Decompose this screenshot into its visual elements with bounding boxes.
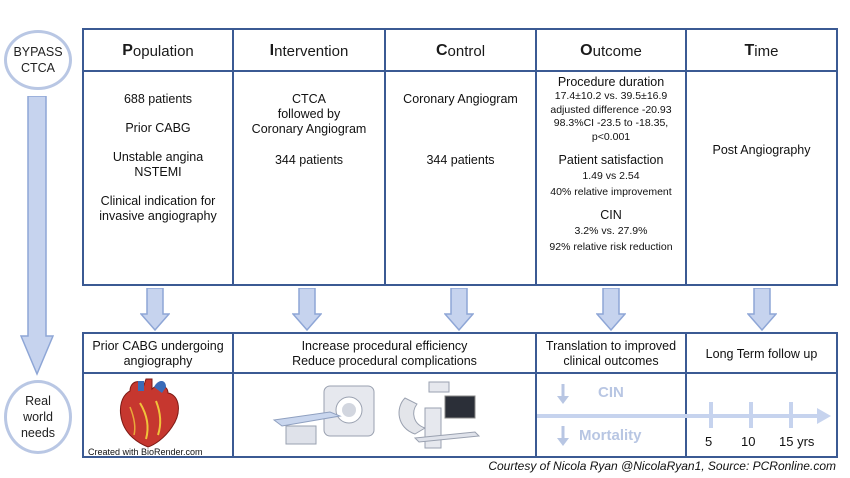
outcome-cin-title: CIN: [600, 208, 622, 222]
intervention-count: 344 patients: [274, 153, 344, 167]
real-world-needs-oval: Real world needs: [4, 380, 72, 454]
mortality-reduction-label: Mortality: [579, 427, 642, 444]
bottom-pop-line2: angiography: [123, 354, 193, 368]
outcome-procedure-title: Procedure duration: [557, 75, 665, 89]
bottom-out-line2: clinical outcomes: [563, 354, 659, 368]
outcome-timeline-arrow: [537, 384, 831, 446]
population-angina: Unstable angina: [112, 150, 204, 164]
cin-reduction-label: CIN: [598, 384, 624, 401]
outcome-procedure-4: p<0.001: [591, 130, 631, 143]
biorender-credit: Created with BioRender.com: [88, 447, 203, 457]
down-arrow-control: [444, 288, 474, 332]
bottom-population: Prior CABG undergoing angiography: [84, 339, 232, 369]
outcome-satisfaction-title: Patient satisfaction: [558, 153, 664, 167]
real-world-needs-label: Real world needs: [20, 394, 56, 440]
divider: [232, 332, 234, 458]
population-cabg: Prior CABG: [125, 121, 191, 135]
divider: [384, 28, 386, 286]
heart-icon: [119, 378, 179, 448]
bypass-ctca-label: BYPASS CTCA: [13, 45, 63, 75]
divider: [535, 332, 537, 458]
time-cell: Post Angiography: [687, 143, 836, 158]
intervention-cell: CTCA followed by Coronary Angiogram 344 …: [234, 92, 384, 168]
divider: [685, 28, 687, 286]
down-arrow-intervention: [292, 288, 322, 332]
down-arrow-outcome: [596, 288, 626, 332]
control-cell: Coronary Angiogram 344 patients: [386, 92, 535, 168]
bottom-out-line1: Translation to improved: [545, 339, 677, 353]
bottom-time: Long Term follow up: [687, 347, 836, 362]
needs-table: [82, 332, 838, 458]
outcome-procedure-3: 98.3%CI -23.5 to -18.35,: [553, 117, 669, 129]
bottom-int-line2: Reduce procedural complications: [292, 354, 477, 368]
outcome-cin-1: 3.2% vs. 27.9%: [574, 225, 648, 237]
population-indication: Clinical indication for: [100, 194, 216, 208]
outcome-procedure-1: 17.4±10.2 vs. 39.5±16.9: [554, 90, 668, 102]
outcome-procedure-2: adjusted difference -20.93: [550, 103, 672, 116]
control-angiogram: Coronary Angiogram: [403, 92, 518, 106]
timeline-5: 5: [705, 434, 713, 449]
courtesy-caption: Courtesy of Nicola Ryan @NicolaRyan1, So…: [488, 459, 836, 473]
intervention-angiogram: Coronary Angiogram: [251, 122, 367, 136]
ct-scanner-icon: [272, 385, 375, 445]
bottom-intervention: Increase procedural efficiency Reduce pr…: [234, 339, 535, 369]
outcome-satisfaction-1: 1.49 vs 2.54: [582, 170, 640, 182]
control-count: 344 patients: [426, 153, 495, 167]
intervention-ctca: CTCA: [291, 92, 327, 106]
time-post-angiography: Post Angiography: [712, 143, 811, 157]
down-arrow-population: [140, 288, 170, 332]
bottom-outcome: Translation to improved clinical outcome…: [537, 339, 685, 369]
divider: [232, 28, 234, 286]
outcome-satisfaction-2: 40% relative improvement: [550, 185, 672, 198]
bottom-int-line1: Increase procedural efficiency: [301, 339, 468, 353]
outcome-cell: Procedure duration 17.4±10.2 vs. 39.5±16…: [537, 75, 685, 254]
long-down-arrow: [20, 96, 54, 376]
timeline-10: 10: [741, 434, 756, 449]
population-nstemi: NSTEMI: [134, 165, 182, 179]
population-count: 688 patients: [123, 92, 193, 106]
down-arrow-time: [747, 288, 777, 332]
bottom-pop-line1: Prior CABG undergoing: [92, 339, 224, 353]
intervention-followed: followed by: [277, 107, 341, 121]
c-arm-icon: [398, 381, 481, 449]
bottom-time-line1: Long Term follow up: [705, 347, 818, 361]
population-cell: 688 patients Prior CABG Unstable angina …: [84, 92, 232, 224]
header-divider: [82, 70, 838, 72]
bottom-header-divider: [82, 372, 838, 374]
pico-table: [82, 28, 838, 286]
timeline-15: 15 yrs: [779, 434, 815, 449]
divider: [535, 28, 537, 286]
population-indication-2: invasive angiography: [99, 209, 217, 223]
divider: [685, 332, 687, 458]
bypass-ctca-oval: BYPASS CTCA: [4, 30, 72, 90]
outcome-cin-2: 92% relative risk reduction: [549, 240, 673, 253]
